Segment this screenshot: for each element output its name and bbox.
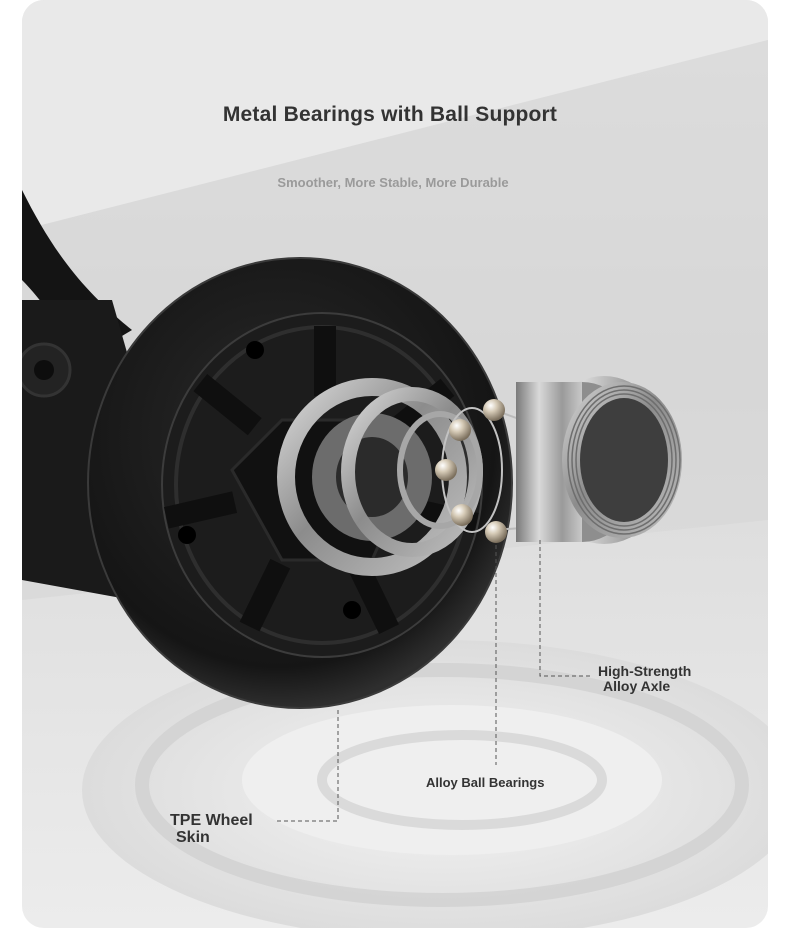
callout-axle-line1: High-Strength (598, 663, 692, 679)
bg-panel-top (22, 0, 768, 230)
callout-axle: High-Strength Alloy Axle (598, 664, 691, 693)
hub-holes (178, 341, 361, 619)
floor-swirl-ring (135, 663, 749, 907)
callout-balls-line1: Alloy Ball Bearings (426, 775, 545, 790)
page-title: Metal Bearings with Ball Support (222, 103, 558, 126)
bracket-bolt-hole (34, 360, 54, 380)
tire-rim-edge (87, 257, 513, 709)
callout-leader-lines (274, 540, 592, 822)
ball-cage-ring (397, 411, 483, 529)
middle-bearing-race (341, 387, 483, 557)
callout-tpe-line1: TPE Wheel (170, 812, 253, 829)
wheel-illustration (22, 0, 768, 928)
callout-tpe: TPE Wheel Skin (170, 812, 253, 847)
axle-threads (567, 385, 681, 535)
callout-axle-line2: Alloy Axle (603, 677, 671, 694)
product-card: Metal Bearings with Ball Support Smoothe… (22, 0, 768, 928)
axle-bore (580, 398, 668, 522)
page-subtitle: Smoother, More Stable, More Durable (277, 175, 509, 190)
outer-bearing-race (277, 378, 467, 576)
callout-tpe-line2: Skin (176, 828, 210, 846)
callout-balls: Alloy Ball Bearings (426, 776, 544, 790)
floor-swirl-core (317, 730, 607, 830)
